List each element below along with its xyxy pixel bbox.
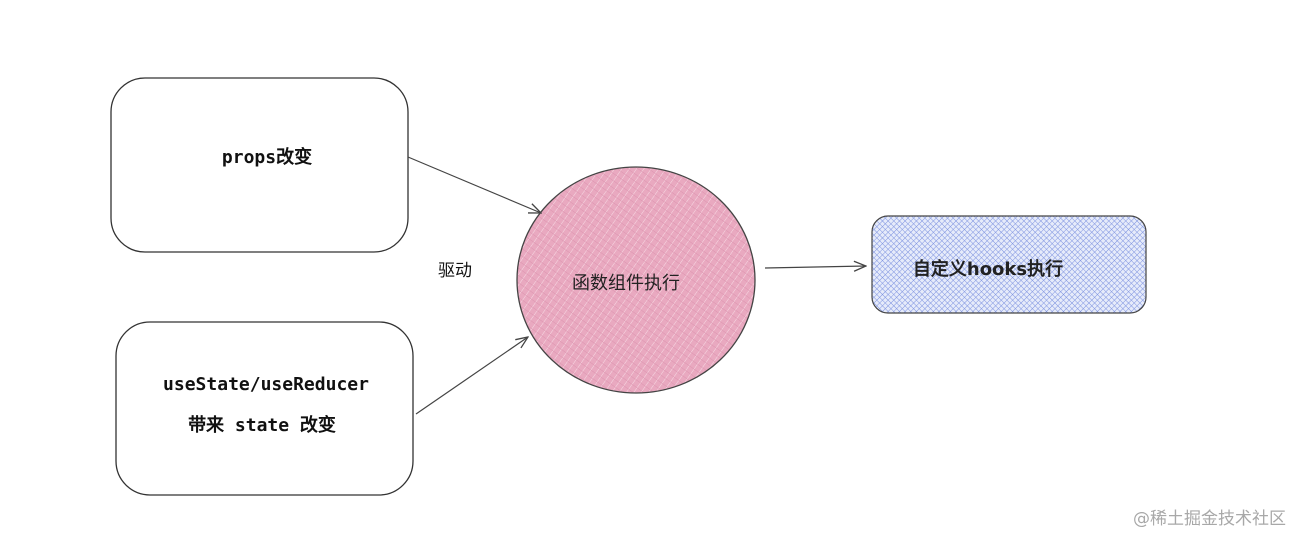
edge-label-drive: 驱动 bbox=[438, 261, 472, 281]
arrow-state-to-function bbox=[415, 337, 528, 415]
watermark: @稀土掘金技术社区 bbox=[1133, 509, 1286, 529]
props-box: props改变 bbox=[110, 77, 409, 253]
state-box-line2: 带来 state 改变 bbox=[188, 414, 336, 436]
state-box-line1: useState/useReducer bbox=[163, 374, 369, 395]
props-box-label: props改变 bbox=[222, 146, 312, 168]
state-box: useState/useReducer 带来 state 改变 bbox=[115, 321, 414, 496]
function-component-circle: 函数组件执行 bbox=[516, 166, 756, 394]
custom-hooks-box: 自定义hooks执行 bbox=[871, 215, 1147, 314]
function-circle-label: 函数组件执行 bbox=[572, 273, 680, 294]
arrow-function-to-hooks bbox=[764, 266, 866, 268]
hooks-box-label: 自定义hooks执行 bbox=[913, 258, 1063, 280]
arrow-props-to-function bbox=[407, 156, 541, 213]
